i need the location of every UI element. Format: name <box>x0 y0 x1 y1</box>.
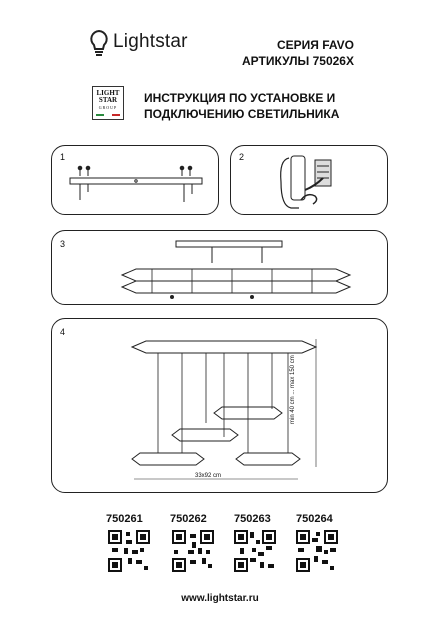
instruction-title: ИНСТРУКЦИЯ ПО УСТАНОВКЕ И ПОДКЛЮЧЕНИЮ СВ… <box>144 90 339 122</box>
brand-name: Lightstar <box>113 31 188 52</box>
lightbulb-logo-icon <box>90 29 108 56</box>
website-link[interactable]: www.lightstar.ru <box>181 593 259 604</box>
series-title: СЕРИЯ FAVO <box>276 38 354 52</box>
qr-code-icon[interactable] <box>296 530 338 572</box>
article-number: 750261 <box>106 513 143 525</box>
wire-connection-diagram <box>280 155 332 209</box>
instruction-line-2: ПОДКЛЮЧЕНИЮ СВЕТИЛЬНИКА <box>144 107 340 121</box>
badge-line-2: STAR <box>98 96 118 104</box>
badge-line-3: GROUP <box>98 105 118 110</box>
step-1-panel: 1 <box>51 145 219 215</box>
mounting-bracket-diagram <box>69 165 203 202</box>
qr-code-icon[interactable] <box>172 530 214 572</box>
step-number: 2 <box>239 152 245 162</box>
badge-line-1: LIGHT <box>96 89 120 97</box>
qr-code-icon[interactable] <box>234 530 276 572</box>
step-4-panel: 4 33x92 cm min 40 cm ... max 150 cm <box>51 318 388 493</box>
step-3-panel: 3 <box>51 230 388 305</box>
instruction-line-1: ИНСТРУКЦИЯ ПО УСТАНОВКЕ И <box>144 91 336 105</box>
badge-flag-stripe <box>96 114 120 116</box>
articles-title: АРТИКУЛЫ 75026X <box>242 54 354 68</box>
step-number: 4 <box>60 327 66 337</box>
step-number: 1 <box>60 152 66 162</box>
qr-code-icon[interactable] <box>108 530 150 572</box>
article-number: 750264 <box>296 513 333 525</box>
step-2-panel: 2 <box>230 145 388 215</box>
height-dimension: min 40 cm ... max 150 cm <box>290 355 296 424</box>
series-header: СЕРИЯ FAVO АРТИКУЛЫ 75026X <box>242 37 354 69</box>
width-dimension: 33x92 cm <box>195 473 222 479</box>
article-number: 750262 <box>170 513 207 525</box>
canopy-assembly-diagram <box>120 240 352 299</box>
pendant-layout-diagram <box>130 339 318 480</box>
article-number: 750263 <box>234 513 271 525</box>
lightstar-group-badge: LIGHT STAR GROUP <box>92 86 124 120</box>
step-number: 3 <box>60 239 66 249</box>
